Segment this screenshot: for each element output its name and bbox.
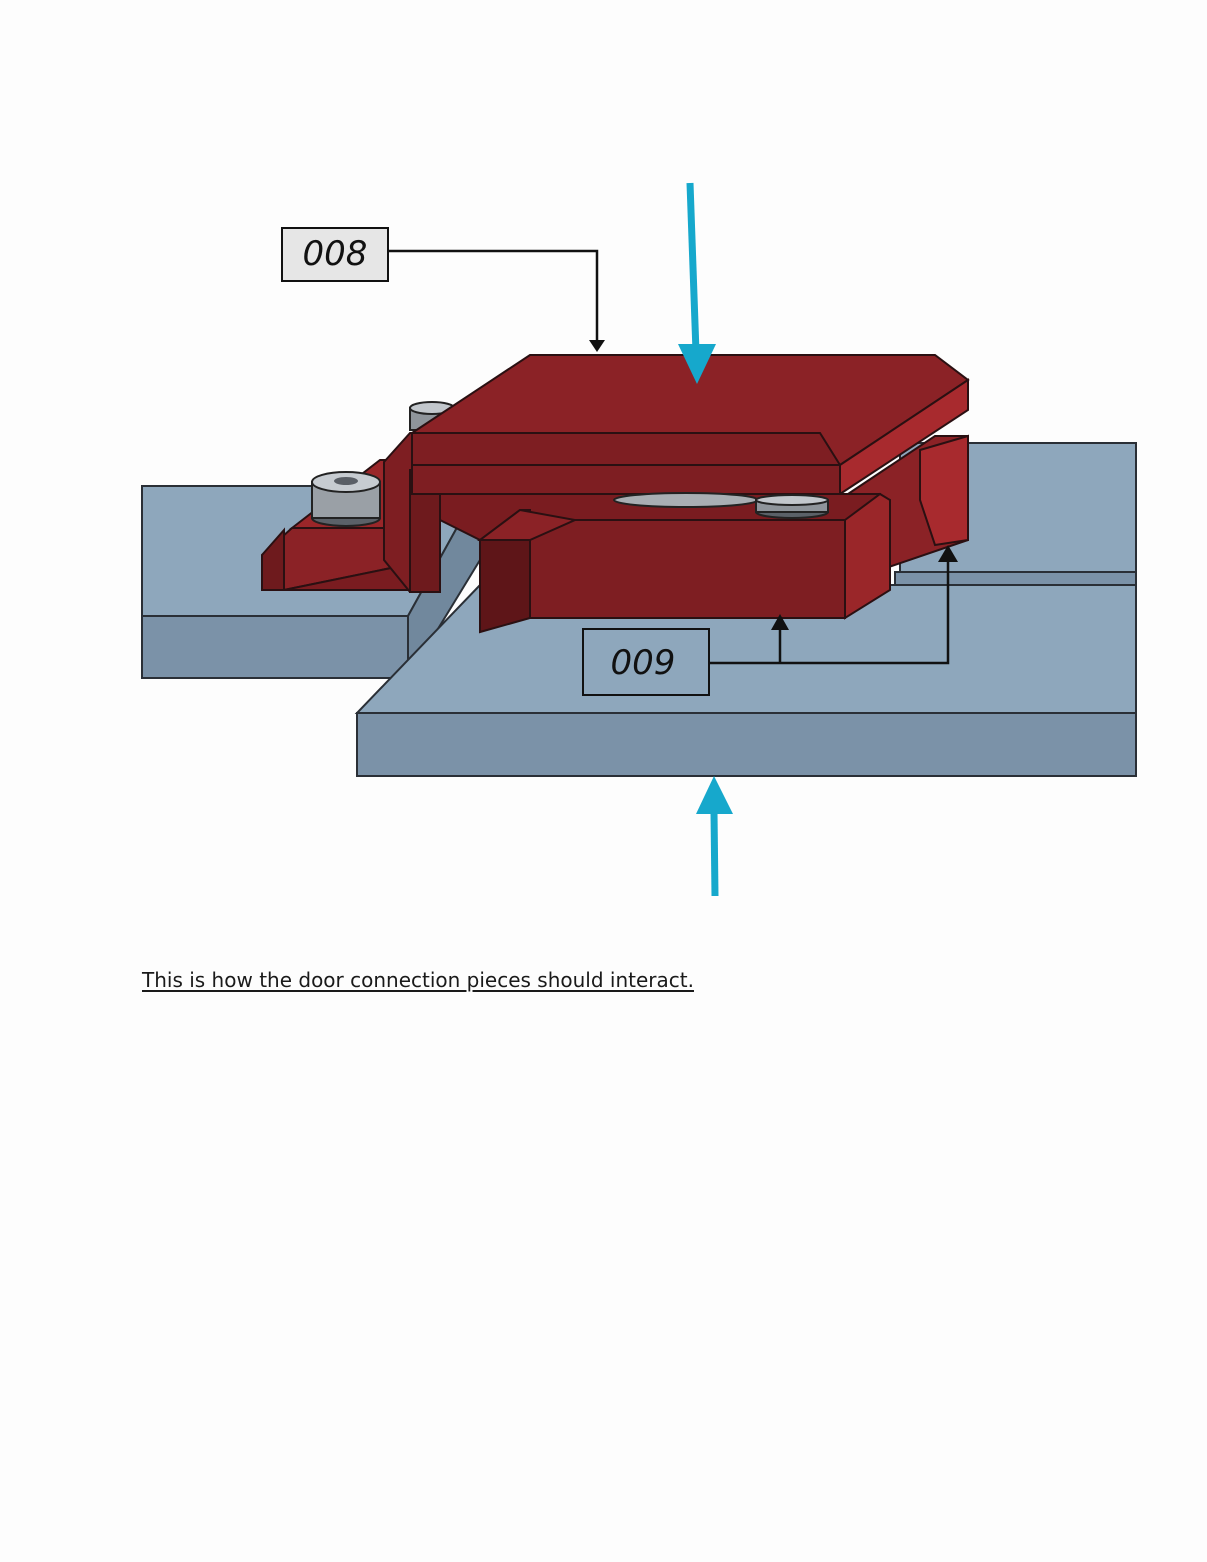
part-008-body	[383, 354, 970, 593]
assembly-illustration: 008 009	[141, 182, 1137, 897]
force-arrow-down-icon	[678, 182, 716, 384]
callout-008: 008	[281, 227, 605, 352]
leader-arrow-icon	[388, 249, 599, 342]
callout-009-label: 009	[611, 643, 676, 683]
force-arrow-up-icon	[696, 776, 733, 897]
part-009-body	[439, 492, 891, 634]
figure-caption: This is how the door connection pieces s…	[142, 968, 694, 992]
leader-arrow-icon	[709, 558, 950, 665]
callout-009: 009	[582, 545, 958, 696]
screw-head-icon	[311, 471, 381, 527]
callout-008-label: 008	[303, 234, 368, 274]
